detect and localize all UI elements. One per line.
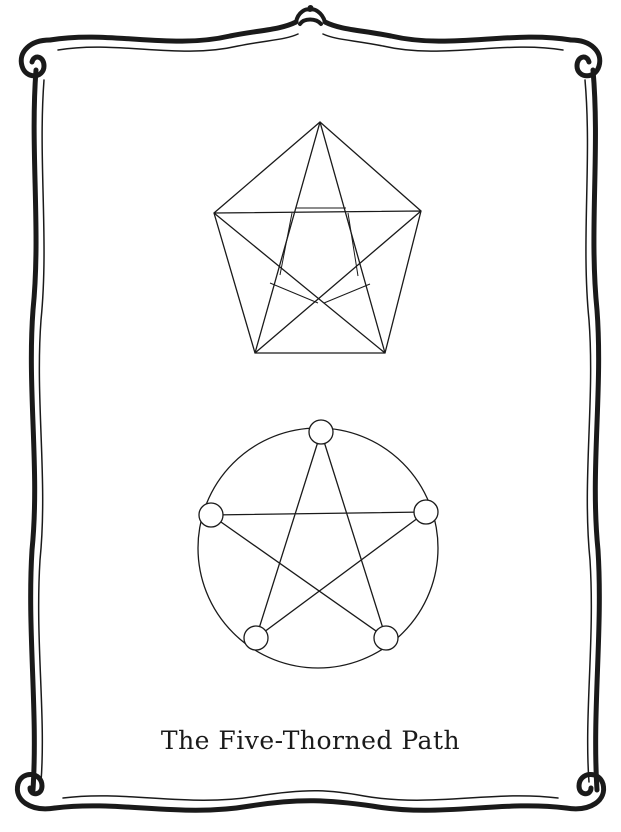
interlaced-pentagram-icon (214, 122, 421, 353)
inner-pentagram (211, 432, 426, 638)
corner-scroll-bottom-left (17, 774, 55, 808)
border-right-edge (593, 70, 599, 790)
node-top (309, 420, 333, 444)
border-crest (296, 10, 325, 25)
border-left-edge (31, 70, 36, 790)
corner-scroll-top-right (571, 40, 600, 76)
card-caption: The Five-Thorned Path (0, 728, 621, 753)
border-crest-bud (308, 5, 314, 11)
node-bottom-left (244, 626, 268, 650)
border-bottom-edge (55, 801, 566, 811)
node-right (414, 500, 438, 524)
border-top-edge (50, 22, 571, 41)
pentagram-in-circle-icon (198, 420, 438, 668)
pentagram-interlace-strips (270, 208, 370, 303)
border-left-inner (39, 80, 44, 782)
enclosing-circle (198, 428, 438, 668)
node-left (199, 503, 223, 527)
border-right-inner (585, 80, 591, 782)
ornamental-vine-border-icon (17, 5, 603, 810)
node-bottom-right (374, 626, 398, 650)
